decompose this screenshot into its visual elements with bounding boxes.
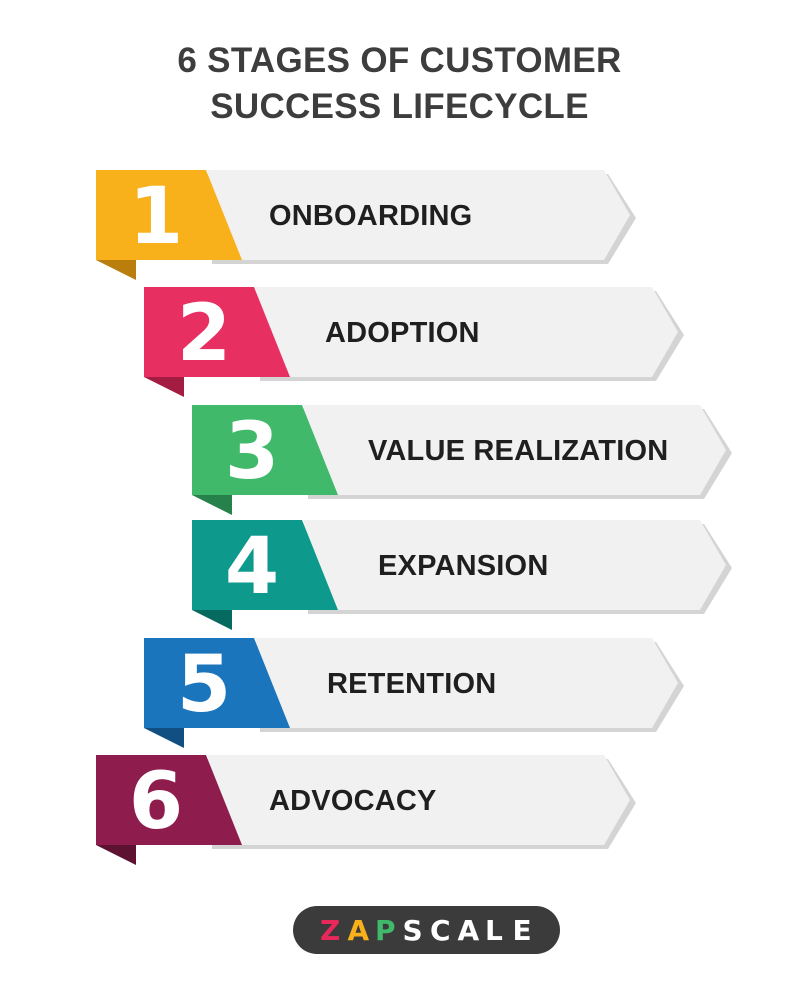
tab-fold (192, 610, 232, 630)
number-tab (96, 755, 242, 845)
logo-letter: L (485, 914, 503, 947)
logo-letter: E (513, 914, 532, 947)
stage-5: 5 RETENTION (144, 638, 784, 748)
banner-arrow (256, 638, 678, 728)
stage-2: 2 ADOPTION (144, 287, 784, 397)
logo-letter: P (375, 914, 396, 947)
tab-fold (144, 728, 184, 748)
stage-6-label: ADVOCACY (269, 785, 437, 817)
stage-1: 1 ONBOARDING (96, 170, 736, 280)
stage-3-graphic (192, 405, 732, 515)
stage-5-graphic (144, 638, 684, 748)
stage-6-number: 6 (128, 757, 184, 847)
tab-fold (96, 845, 136, 865)
logo-letter: A (458, 914, 480, 947)
number-tab (144, 638, 290, 728)
stage-1-graphic (96, 170, 636, 280)
tab-fold (192, 495, 232, 515)
stage-3-label: VALUE REALIZATION (368, 435, 669, 467)
number-tab (192, 405, 338, 495)
number-tab (192, 520, 338, 610)
stage-4-graphic (192, 520, 732, 630)
stage-3-number: 3 (224, 407, 280, 497)
number-tab (96, 170, 242, 260)
stage-2-graphic (144, 287, 684, 397)
banner-arrow (256, 287, 678, 377)
logo-letter: Z (320, 914, 340, 947)
banner-arrow (304, 405, 726, 495)
tab-fold (144, 377, 184, 397)
stage-5-label: RETENTION (327, 668, 497, 700)
stage-6-graphic (96, 755, 636, 865)
stage-2-number: 2 (176, 289, 232, 379)
stage-3: 3 VALUE REALIZATION (192, 405, 799, 515)
tab-fold (96, 260, 136, 280)
logo-letter: S (403, 914, 423, 947)
stage-6: 6 ADVOCACY (96, 755, 736, 865)
banner-arrow (304, 520, 726, 610)
stage-4-label: EXPANSION (378, 550, 549, 582)
stage-4: 4 EXPANSION (192, 520, 799, 630)
stage-4-number: 4 (224, 522, 280, 612)
logo-letter: C (430, 914, 451, 947)
banner-arrow (208, 170, 630, 260)
title-line-2: SUCCESS LIFECYCLE (210, 87, 589, 126)
banner-arrow (208, 755, 630, 845)
stage-5-number: 5 (176, 640, 232, 730)
stage-1-number: 1 (128, 172, 184, 262)
number-tab (144, 287, 290, 377)
title-line-1: 6 STAGES OF CUSTOMER (177, 41, 622, 80)
stage-2-label: ADOPTION (325, 317, 480, 349)
logo-letter: A (348, 914, 370, 947)
stage-1-label: ONBOARDING (269, 200, 473, 232)
page-title: 6 STAGES OF CUSTOMER SUCCESS LIFECYCLE (0, 38, 799, 130)
